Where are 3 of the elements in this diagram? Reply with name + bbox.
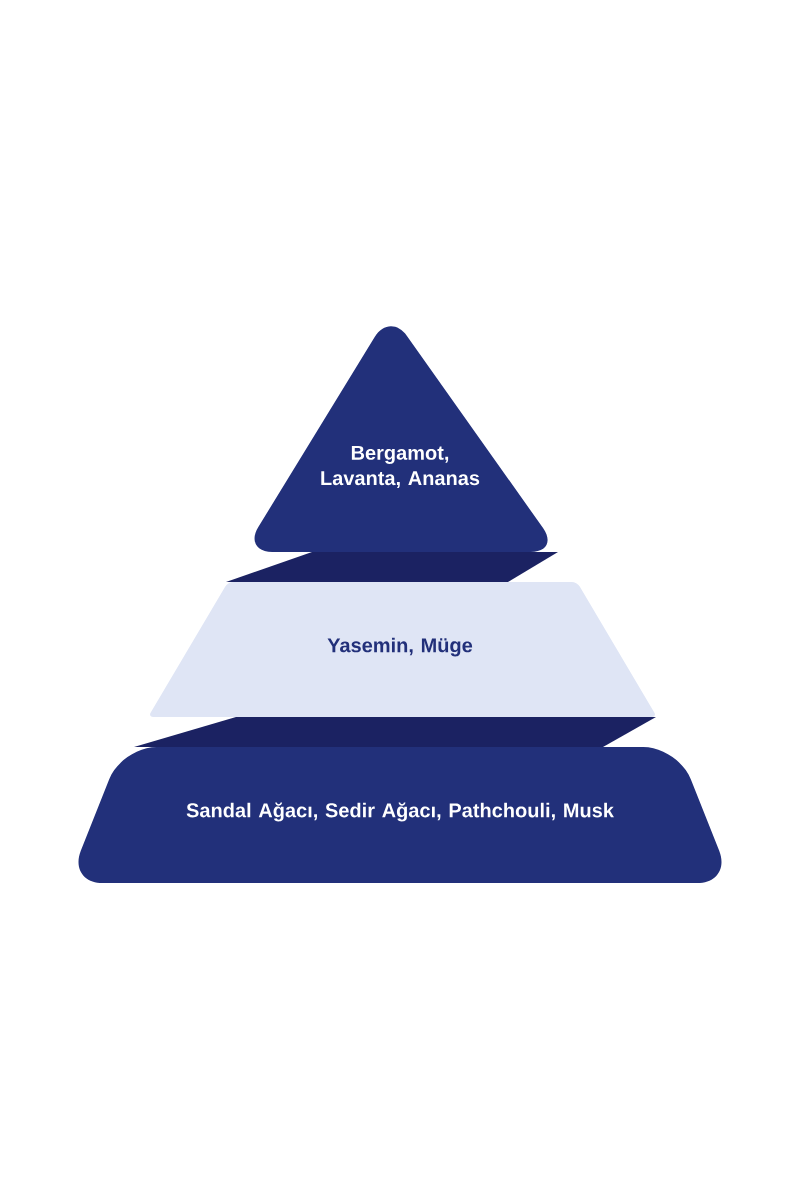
- pyramid-layer: Yasemin, Müge: [150, 552, 655, 717]
- pyramid-layer: Bergamot, Lavanta, Ananas: [254, 326, 548, 552]
- pyramid-layer: Sandal Ağacı, Sedir Ağacı, Pathchouli, Musk: [78, 717, 722, 883]
